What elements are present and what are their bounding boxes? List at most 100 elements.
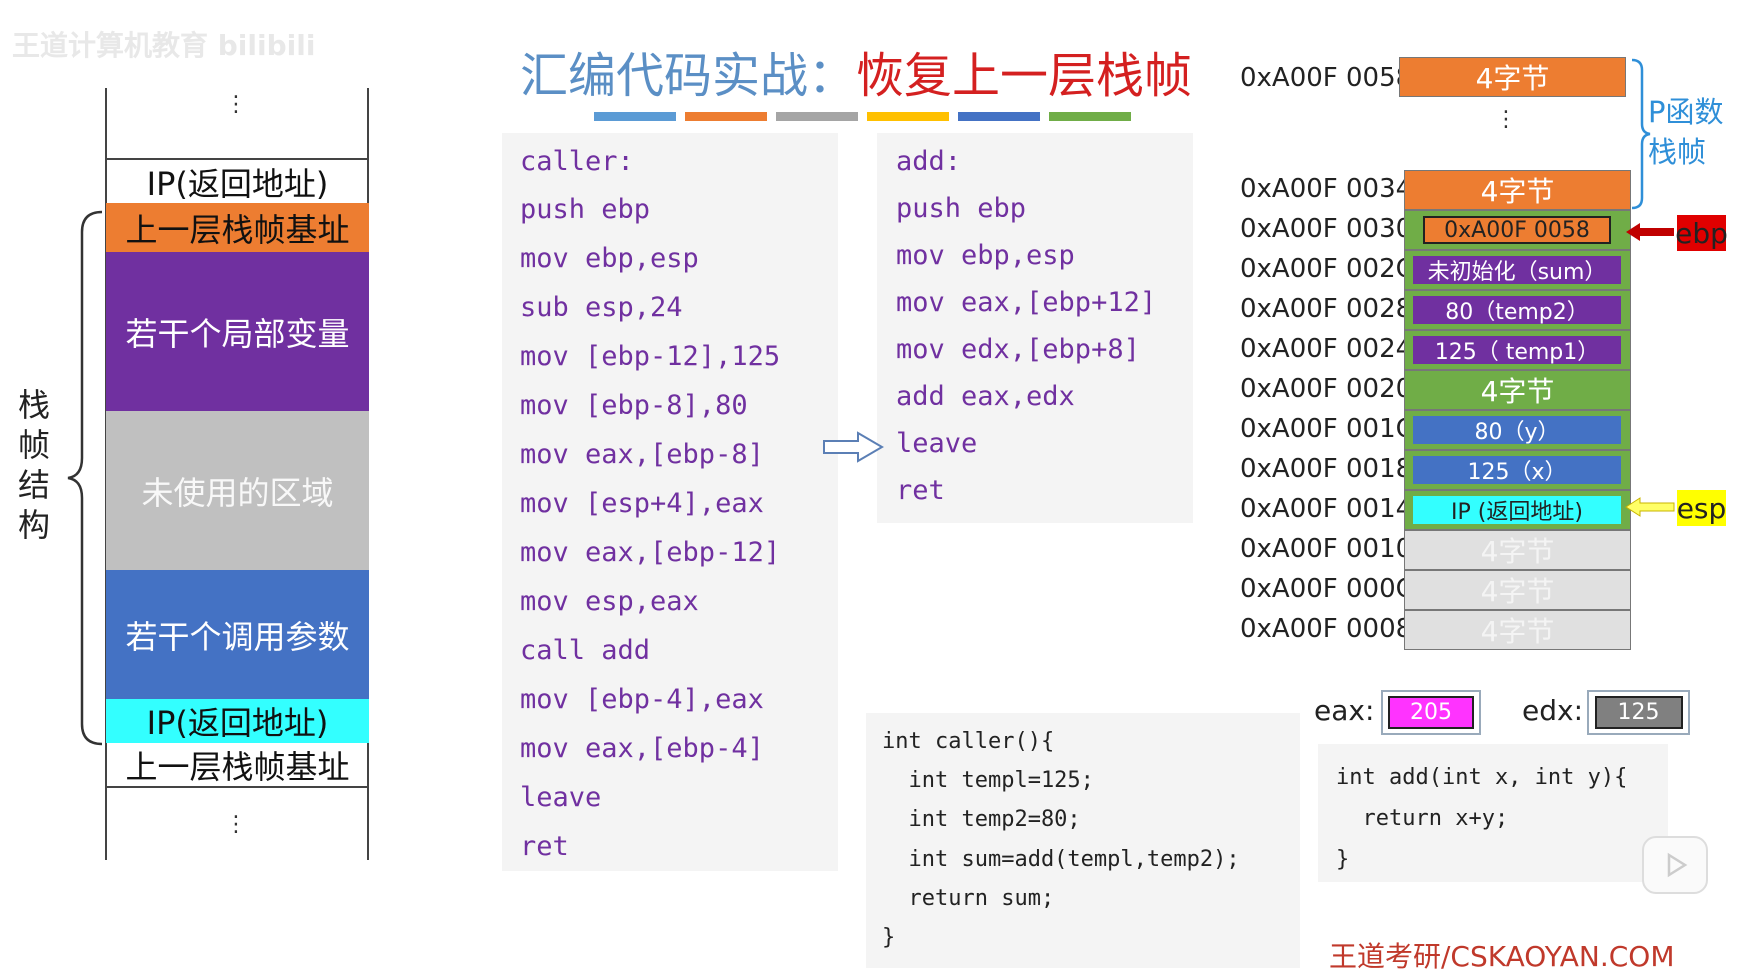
address-label: 0xA00F 0014	[1240, 494, 1413, 524]
edx-value: 125	[1594, 696, 1683, 729]
stack-row-label: IP(返回地址)	[146, 704, 329, 742]
play-icon	[1667, 852, 1688, 878]
stack-row-label: 若干个调用参数	[125, 617, 350, 656]
address-label: 0xA00F 0034	[1240, 174, 1413, 204]
caller-label: caller:	[520, 146, 634, 177]
memory-cell: 4字节	[1404, 370, 1631, 410]
ebp-pointer-arrow-icon	[1626, 223, 1674, 241]
memory-cell-value: 125（x）	[1413, 456, 1621, 485]
c-caller-line: int templ=125;	[882, 768, 1094, 793]
memory-cell-value: 未初始化（sum）	[1413, 256, 1621, 285]
caller-asm-line: mov [ebp-12],125	[520, 341, 781, 372]
title-part-1: 汇编代码实战：	[520, 48, 857, 104]
address-label: 0xA00F 0058	[1240, 63, 1413, 93]
eax-value: 205	[1388, 696, 1474, 729]
caller-asm-line: mov eax,[ebp-12]	[520, 537, 781, 568]
memory-cell: IP (返回地址)	[1404, 490, 1631, 530]
watermark: 王道计算机教育 bilibili	[12, 29, 316, 62]
memory-cell-value: IP (返回地址)	[1413, 496, 1621, 525]
address-label: 0xA00F 0020	[1240, 374, 1413, 404]
memory-cell: 4字节	[1404, 170, 1631, 210]
memory-cell: 80（temp2）	[1404, 290, 1631, 330]
memory-cell-value: 80（temp2）	[1413, 296, 1621, 325]
stack-row-return-ip: IP(返回地址)	[106, 699, 369, 743]
add-asm-line: add eax,edx	[896, 381, 1075, 412]
caller-asm-line: mov ebp,esp	[520, 243, 699, 274]
stack-row-prev-base-bottom: 上一层栈帧基址	[106, 743, 369, 788]
c-caller-line: int temp2=80;	[882, 807, 1081, 832]
memory-cell: 80（y）	[1404, 410, 1631, 450]
footer-brand: 王道考研/CSKAOYAN.COM	[1329, 940, 1675, 973]
c-caller-panel	[866, 713, 1300, 968]
address-label: 0xA00F 0028	[1240, 294, 1413, 324]
memory-cell-value: 80（y）	[1413, 416, 1621, 445]
color-bar	[776, 112, 858, 121]
add-asm-line: push ebp	[896, 193, 1027, 224]
edx-label: edx:	[1522, 694, 1584, 727]
esp-pointer-label: esp	[1676, 490, 1727, 526]
memory-cell: 125（ temp1）	[1404, 330, 1631, 370]
memory-cell: 4字节	[1404, 610, 1631, 650]
title-part-2: 恢复上一层栈帧	[856, 48, 1193, 104]
address-label: 0xA00F 0024	[1240, 334, 1413, 364]
memory-cell: 4字节	[1404, 570, 1631, 610]
memory-cell-value: 125（ temp1）	[1413, 336, 1621, 365]
c-caller-line: int caller(){	[882, 729, 1055, 754]
p-frame-brace	[1631, 58, 1651, 210]
caller-asm-line: mov [ebp-4],eax	[520, 684, 764, 715]
caller-asm-line-call: call add	[520, 635, 651, 666]
c-add-panel	[1318, 744, 1668, 882]
address-label: 0xA00F 001C	[1240, 414, 1414, 444]
caller-asm-line: mov [esp+4],eax	[520, 488, 764, 519]
memory-ellipsis: ⋮	[1495, 107, 1517, 132]
c-add-line: int add(int x, int y){	[1336, 765, 1628, 790]
current-instruction-arrow-icon	[823, 431, 884, 463]
caller-asm-line: mov [ebp-8],80	[520, 390, 748, 421]
add-asm-line-current: leave	[896, 428, 978, 459]
stack-row-prev-base: 上一层栈帧基址	[106, 203, 369, 252]
stack-row-label: 上一层栈帧基址	[125, 747, 350, 786]
address-label: 0xA00F 0030	[1240, 214, 1413, 244]
eax-label: eax:	[1314, 694, 1375, 727]
saved-ebp-value: 0xA00F 0058	[1423, 216, 1611, 244]
c-add-line: return x+y;	[1336, 806, 1509, 831]
add-label: add:	[896, 146, 962, 177]
stack-row-local-vars: 若干个局部变量	[106, 252, 369, 411]
add-asm-line: ret	[896, 475, 945, 506]
add-asm-panel	[877, 133, 1193, 523]
caller-asm-line: sub esp,24	[520, 292, 683, 323]
caller-asm-line: mov esp,eax	[520, 586, 699, 617]
caller-asm-panel	[502, 133, 838, 871]
esp-pointer-arrow-icon	[1625, 497, 1675, 517]
memory-cell-saved-ebp: 0xA00F 0058	[1404, 210, 1631, 250]
address-label: 0xA00F 002C	[1240, 254, 1414, 284]
ebp-pointer-label: ebp	[1675, 215, 1728, 251]
stack-row-label: 未使用的区域	[141, 473, 334, 512]
stack-row-label: IP(返回地址)	[146, 164, 329, 203]
caller-asm-line: push ebp	[520, 194, 651, 225]
caller-asm-line: leave	[520, 782, 602, 813]
address-label: 0xA00F 0018	[1240, 454, 1413, 484]
add-asm-line: mov ebp,esp	[896, 240, 1075, 271]
c-caller-line: return sum;	[882, 886, 1055, 911]
address-label: 0xA00F 0010	[1240, 534, 1413, 564]
memory-cell: 4字节	[1404, 530, 1631, 570]
add-asm-line: mov eax,[ebp+12]	[896, 287, 1157, 318]
eax-register: 205	[1381, 690, 1481, 735]
memory-cell: 4字节	[1399, 57, 1626, 97]
address-label: 0xA00F 000C	[1240, 574, 1414, 604]
stack-row-call-args: 若干个调用参数	[106, 570, 369, 699]
memory-cell: 125（x）	[1404, 450, 1631, 490]
color-bar	[867, 112, 949, 121]
color-bar	[958, 112, 1040, 121]
stack-row-label: 上一层栈帧基址	[125, 210, 350, 249]
caller-asm-line: ret	[520, 831, 569, 862]
stack-top-ellipsis: ⋮	[225, 92, 247, 117]
memory-cell: 未初始化（sum）	[1404, 250, 1631, 290]
stack-row-unused: 未使用的区域	[106, 411, 369, 570]
video-play-button[interactable]	[1642, 836, 1708, 894]
stack-frame-brace	[67, 210, 103, 746]
c-caller-line: }	[882, 925, 896, 950]
c-caller-line: int sum=add(templ,temp2);	[882, 847, 1240, 872]
color-bar	[594, 112, 676, 121]
